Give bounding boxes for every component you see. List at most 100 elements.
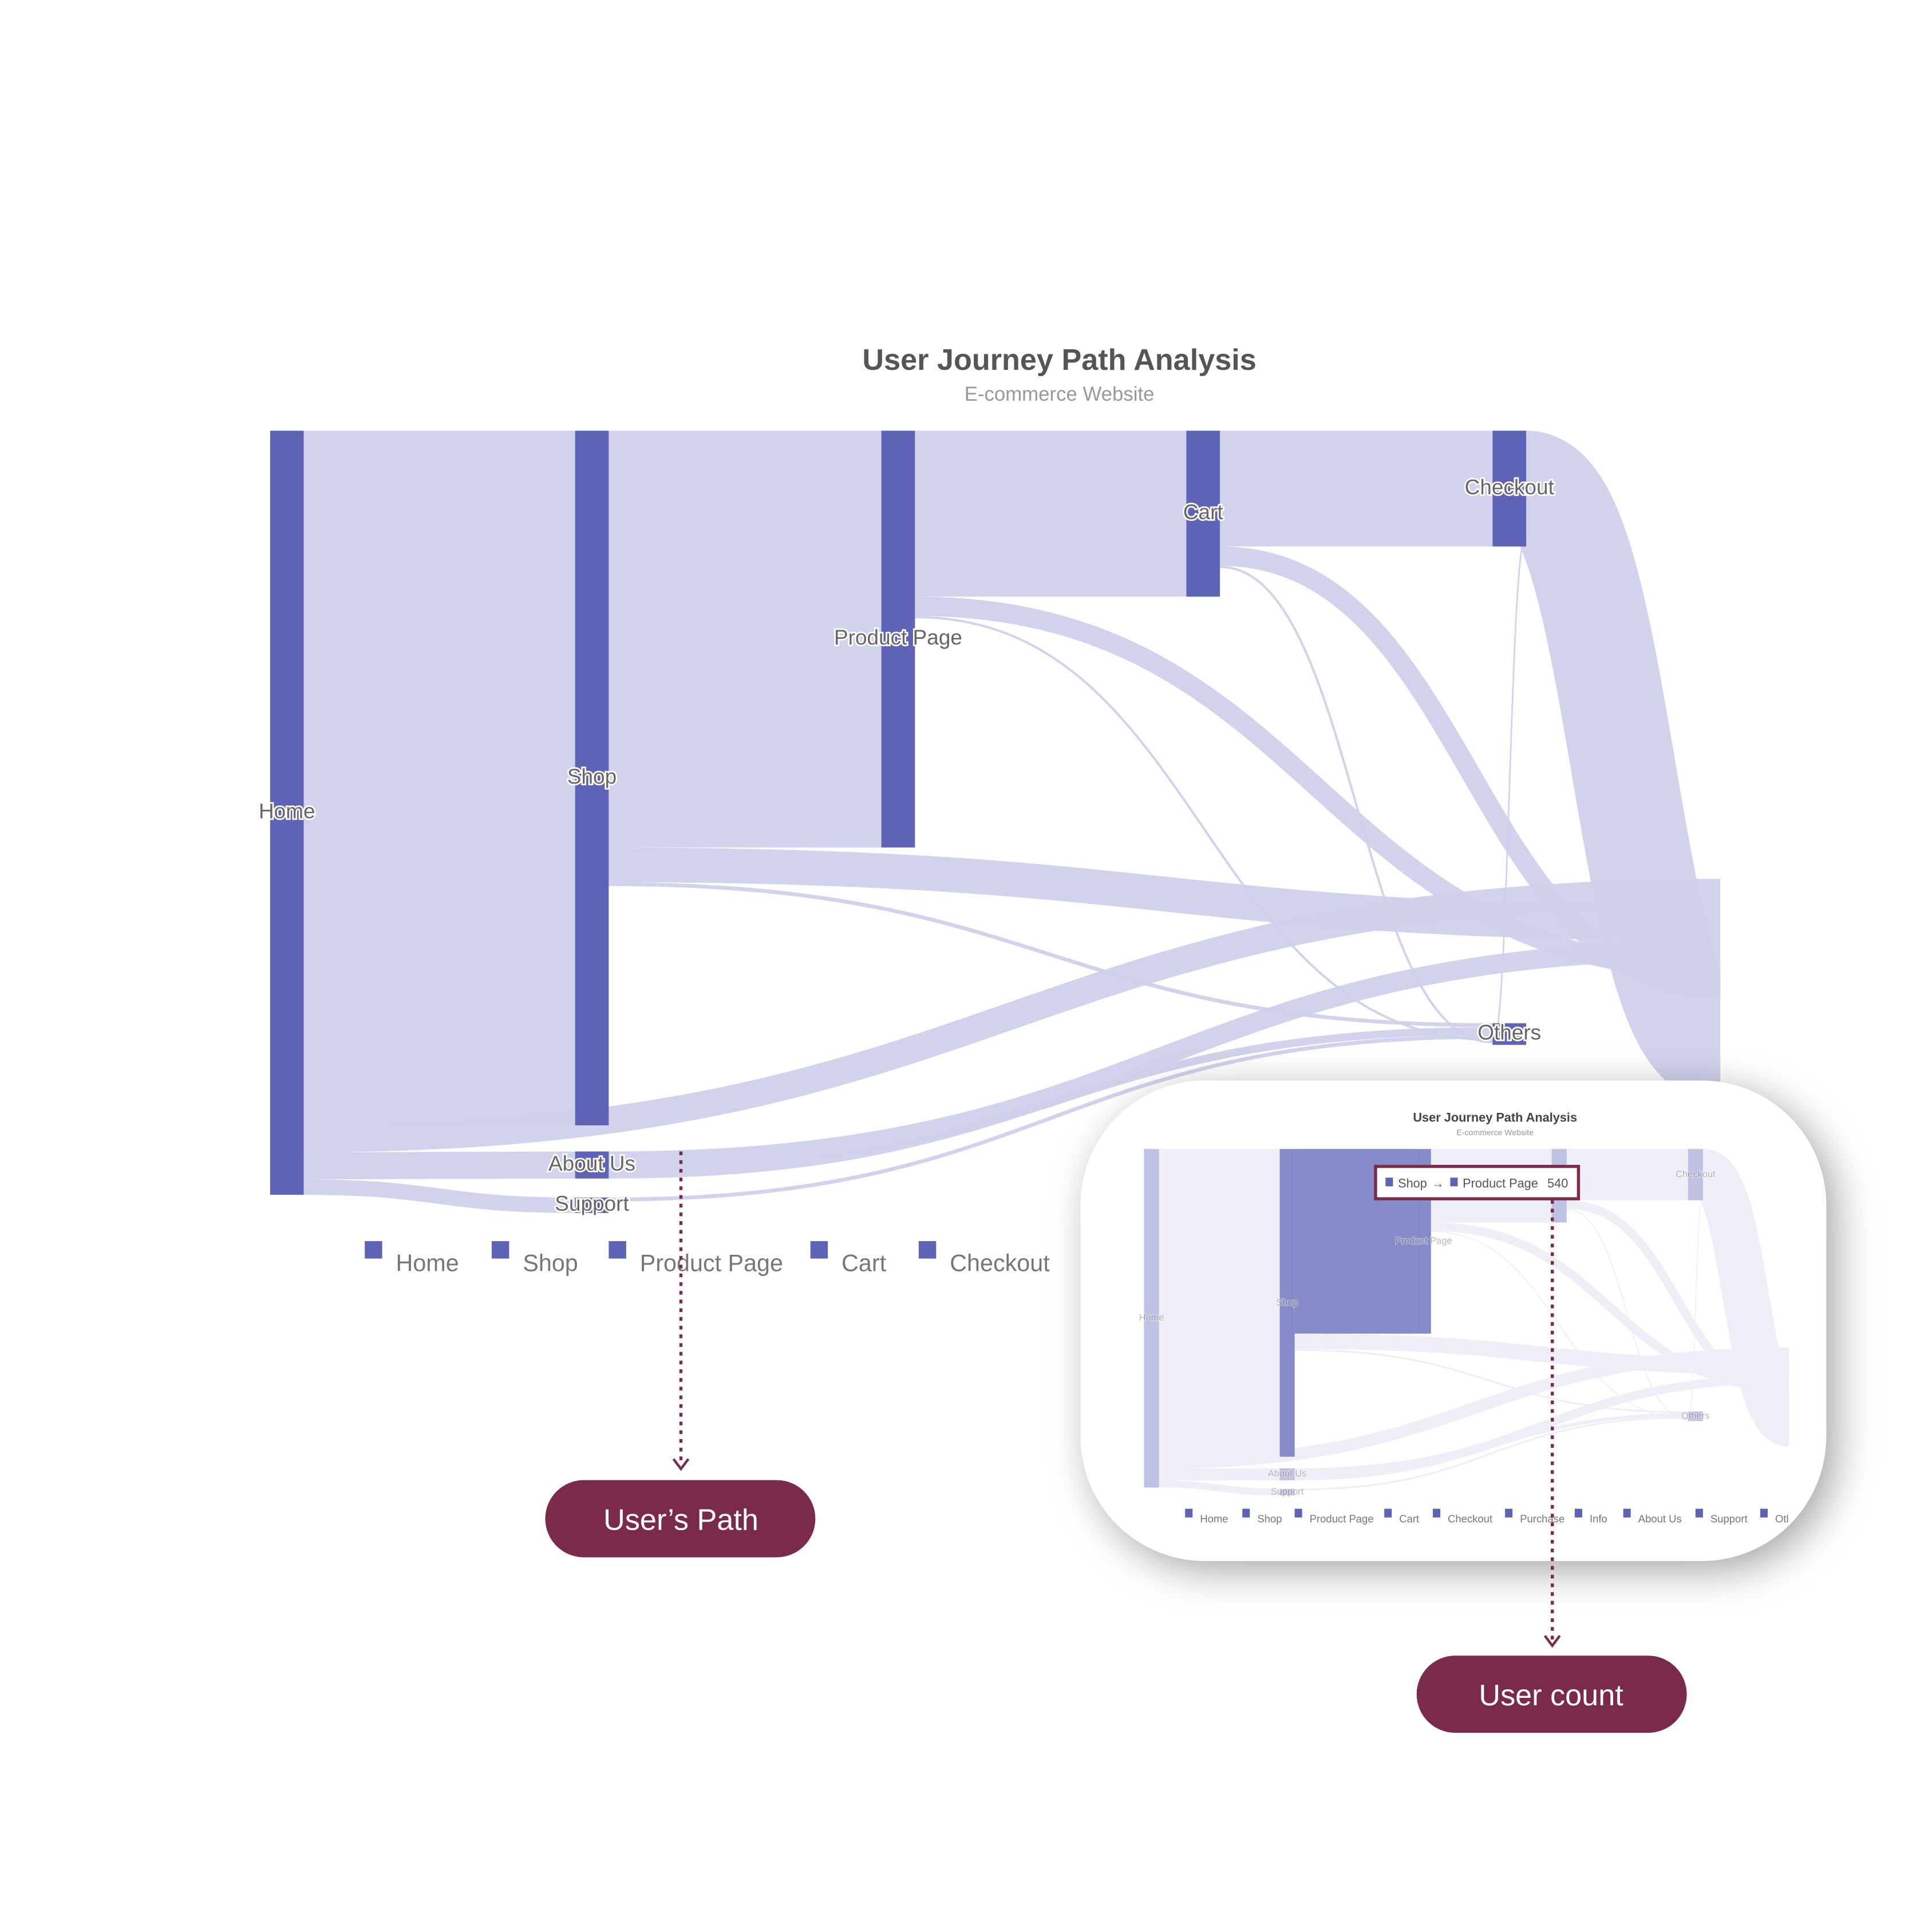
- node-checkout[interactable]: [1492, 430, 1527, 547]
- link-shop-to-others[interactable]: [609, 882, 1493, 1028]
- node-support[interactable]: [575, 1197, 609, 1213]
- legend-label: Info: [1590, 1513, 1607, 1525]
- node-label-shop: Shop: [1276, 1297, 1298, 1307]
- legend-swatch-icon: [1760, 1508, 1768, 1518]
- user-count-button[interactable]: User count: [1416, 1656, 1687, 1733]
- legend-label: Cart: [841, 1250, 887, 1276]
- inset-legend-item-checkout[interactable]: Checkout: [1432, 1508, 1492, 1525]
- link-shop-to-others[interactable]: [1294, 1349, 1688, 1413]
- count-arrow-icon: [1543, 1635, 1561, 1648]
- legend-swatch-icon: [1384, 1508, 1392, 1518]
- legend-swatch-icon: [1574, 1508, 1582, 1518]
- node-support[interactable]: [1279, 1488, 1295, 1496]
- link-cart-to-others[interactable]: [1566, 1208, 1688, 1421]
- inset-legend-item-home[interactable]: Home: [1185, 1508, 1228, 1525]
- legend-swatch-icon: [810, 1241, 828, 1259]
- legend-label: Product Page: [1310, 1513, 1374, 1525]
- legend-label: Shop: [523, 1250, 578, 1276]
- legend-item-product-page[interactable]: Product Page: [609, 1241, 783, 1276]
- legend-swatch-icon: [918, 1241, 937, 1259]
- chart-title: User Journey Path Analysis: [862, 343, 1256, 377]
- node-others[interactable]: [1492, 1023, 1527, 1045]
- link-about-us-to-purchase[interactable]: [1294, 1374, 1789, 1477]
- inset-legend-item-shop[interactable]: Shop: [1242, 1508, 1282, 1525]
- legend-label: Home: [1200, 1513, 1228, 1525]
- legend-label: Product Page: [640, 1250, 783, 1276]
- legend-label: Checkout: [950, 1250, 1050, 1276]
- target-swatch-icon: [1450, 1178, 1458, 1187]
- inset-legend-item-about-us[interactable]: About Us: [1623, 1508, 1682, 1525]
- users-path-label: User’s Path: [603, 1504, 758, 1537]
- inset-legend-item-cart[interactable]: Cart: [1384, 1508, 1419, 1525]
- link-product-page-to-purchase[interactable]: [1431, 1222, 1789, 1392]
- inset-subtitle: E-commerce Website: [1456, 1128, 1534, 1137]
- node-about-us[interactable]: [1279, 1468, 1295, 1480]
- legend-label: About Us: [1638, 1513, 1682, 1525]
- user-count-label: User count: [1479, 1679, 1623, 1712]
- link-home-to-about-us[interactable]: [1159, 1468, 1280, 1481]
- link-product-page-to-others[interactable]: [1431, 1231, 1688, 1420]
- legend-label: Home: [396, 1250, 459, 1276]
- node-label-home: Home: [1139, 1313, 1164, 1323]
- legend-label: Checkout: [1448, 1513, 1492, 1525]
- node-label-checkout: Checkout: [1676, 1169, 1716, 1179]
- link-support-to-others[interactable]: [1294, 1416, 1688, 1491]
- legend-swatch-icon: [1185, 1508, 1193, 1518]
- users-path-button[interactable]: User’s Path: [545, 1480, 816, 1558]
- legend-swatch-icon: [609, 1241, 626, 1259]
- link-product-page-to-others[interactable]: [915, 615, 1493, 1041]
- link-home-to-about-us[interactable]: [303, 1151, 575, 1180]
- legend-label: Shop: [1257, 1513, 1282, 1525]
- link-home-to-support[interactable]: [1159, 1480, 1280, 1496]
- node-label-checkout: Checkout: [1465, 475, 1554, 499]
- node-purchase[interactable]: [1720, 879, 1754, 1103]
- path-arrow-icon: [672, 1458, 690, 1471]
- node-about-us[interactable]: [575, 1151, 609, 1179]
- node-cart[interactable]: [1186, 430, 1220, 597]
- legend-item-home[interactable]: Home: [365, 1241, 459, 1276]
- legend-swatch-icon: [1695, 1508, 1703, 1518]
- inset-legend-item-otl[interactable]: Otl: [1760, 1508, 1789, 1525]
- link-checkout-to-purchase[interactable]: [1694, 1149, 1789, 1447]
- node-home[interactable]: [1144, 1149, 1159, 1488]
- source-swatch-icon: [1385, 1178, 1393, 1187]
- node-others[interactable]: [1688, 1411, 1703, 1421]
- chart-subtitle: E-commerce Website: [965, 384, 1155, 405]
- tooltip: Shop → Product Page 540: [1374, 1164, 1581, 1200]
- legend-swatch-icon: [1294, 1508, 1302, 1518]
- node-shop[interactable]: [575, 430, 609, 1125]
- link-checkout-to-purchase[interactable]: [1507, 430, 1721, 1103]
- link-cart-to-others[interactable]: [1220, 566, 1493, 1044]
- link-checkout-to-others[interactable]: [1492, 535, 1527, 1045]
- inset-legend-item-info[interactable]: Info: [1574, 1508, 1607, 1525]
- node-home[interactable]: [270, 430, 304, 1195]
- legend-swatch-icon: [1505, 1508, 1513, 1518]
- node-checkout[interactable]: [1688, 1149, 1703, 1200]
- link-about-us-to-others[interactable]: [1294, 1413, 1688, 1480]
- node-label-product-page: Product Page: [834, 626, 962, 649]
- node-label-cart: Cart: [1183, 500, 1223, 524]
- legend-label: Support: [1710, 1513, 1748, 1525]
- node-label-support: Support: [555, 1192, 629, 1215]
- link-checkout-to-others[interactable]: [1688, 1195, 1704, 1421]
- tooltip-value: 540: [1547, 1176, 1568, 1191]
- tooltip-source: Shop: [1398, 1176, 1427, 1191]
- legend-swatch-icon: [1623, 1508, 1631, 1518]
- legend-item-shop[interactable]: Shop: [491, 1241, 578, 1276]
- link-support-to-others[interactable]: [609, 1034, 1493, 1202]
- link-about-us-to-others[interactable]: [609, 1027, 1493, 1179]
- node-product-page[interactable]: [881, 430, 915, 848]
- node-label-product-page: Product Page: [1395, 1236, 1452, 1246]
- legend-swatch-icon: [1242, 1508, 1250, 1518]
- legend-item-cart[interactable]: Cart: [810, 1241, 887, 1276]
- link-home-to-support[interactable]: [303, 1179, 575, 1213]
- legend-swatch-icon: [491, 1241, 509, 1259]
- link-product-page-to-purchase[interactable]: [915, 596, 1721, 979]
- inset-legend-item-product-page[interactable]: Product Page: [1294, 1508, 1374, 1525]
- link-about-us-to-purchase[interactable]: [609, 941, 1721, 1171]
- inset-legend-item-support[interactable]: Support: [1695, 1508, 1748, 1525]
- legend-item-checkout[interactable]: Checkout: [918, 1241, 1050, 1276]
- node-shop[interactable]: [1279, 1149, 1295, 1457]
